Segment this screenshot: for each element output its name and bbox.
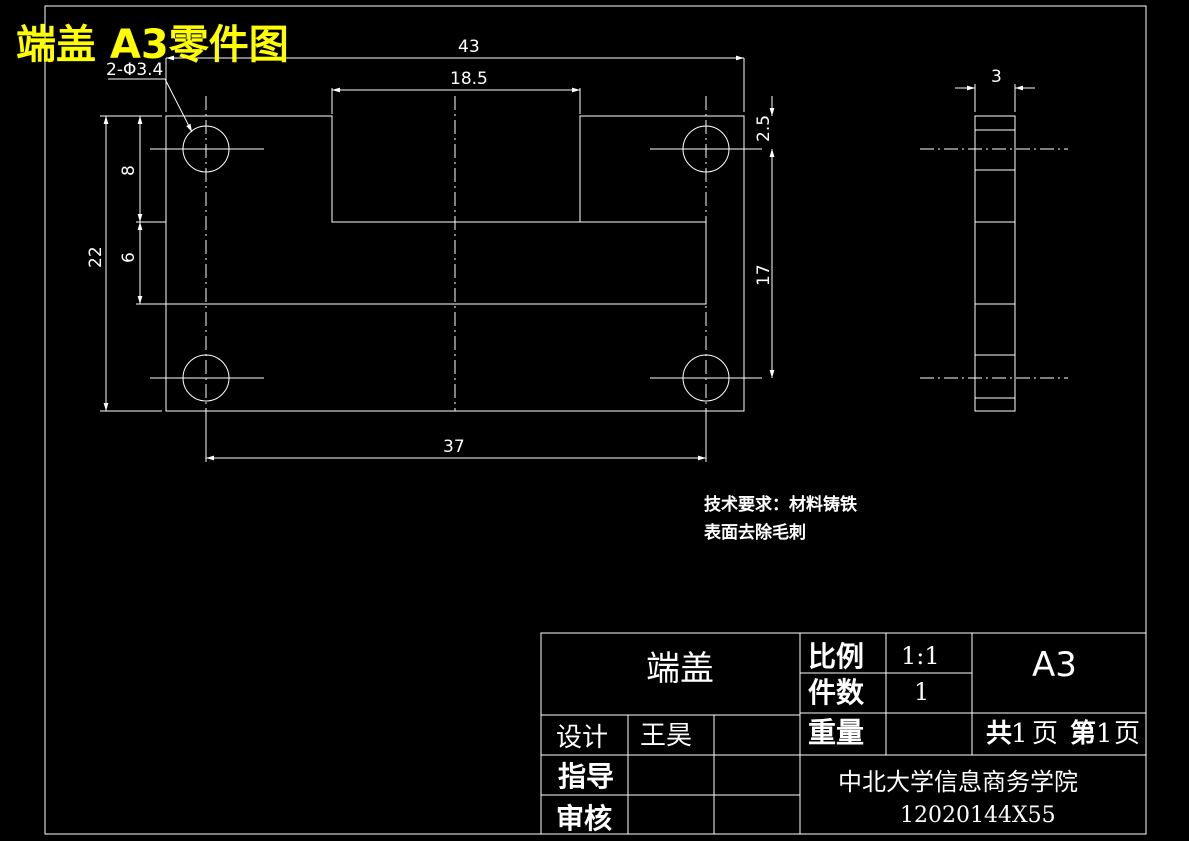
hole-spec-label: 2-Φ3.4 <box>106 60 163 80</box>
dim-2-5: 2.5 <box>754 115 774 142</box>
hole-bottom-left <box>150 354 264 402</box>
dim-3: 3 <box>991 67 1002 87</box>
step-line <box>136 221 707 305</box>
part-front-view <box>165 115 745 412</box>
drawing-title: 端盖 A3零件图 <box>16 22 289 68</box>
dim-6: 6 <box>119 252 139 263</box>
guide-label: 指导 <box>558 760 614 793</box>
page-current: 1 <box>1096 719 1113 749</box>
dim-43: 43 <box>458 37 480 57</box>
sheet-size: A3 <box>1032 645 1077 685</box>
dim-22: 22 <box>86 246 106 268</box>
page-current-unit: 页 <box>1114 719 1140 749</box>
dim-8: 8 <box>119 165 139 176</box>
part-name: 端盖 <box>646 649 714 689</box>
scale-label: 比例 <box>808 640 864 673</box>
weight-label: 重量 <box>808 716 864 749</box>
page-current-prefix: 第 <box>1070 718 1096 749</box>
dim-37: 37 <box>443 437 465 457</box>
title-block <box>540 632 1147 835</box>
quantity-value: 1 <box>914 678 929 706</box>
drawing-code: 12020144X55 <box>900 803 1056 828</box>
part-side-view <box>920 115 1068 412</box>
review-label: 审核 <box>556 802 612 835</box>
dim-18-5: 18.5 <box>450 69 488 89</box>
pages-total-prefix: 共 <box>986 719 1012 749</box>
hole-bottom-right <box>650 354 762 402</box>
dim-17: 17 <box>754 264 774 286</box>
designer-name: 王昊 <box>640 721 692 751</box>
pages-total-unit: 页 <box>1032 719 1058 749</box>
hole-top-left <box>150 125 264 173</box>
school-name: 中北大学信息商务学院 <box>838 768 1078 796</box>
design-label: 设计 <box>556 723 608 753</box>
scale-value: 1:1 <box>901 642 940 670</box>
pages-total: 1 <box>1011 719 1028 749</box>
note-line-1: 技术要求：材料铸铁 <box>704 494 857 515</box>
hole-top-right <box>650 125 762 173</box>
quantity-label: 件数 <box>808 676 865 709</box>
note-line-2: 表面去除毛刺 <box>704 522 806 543</box>
